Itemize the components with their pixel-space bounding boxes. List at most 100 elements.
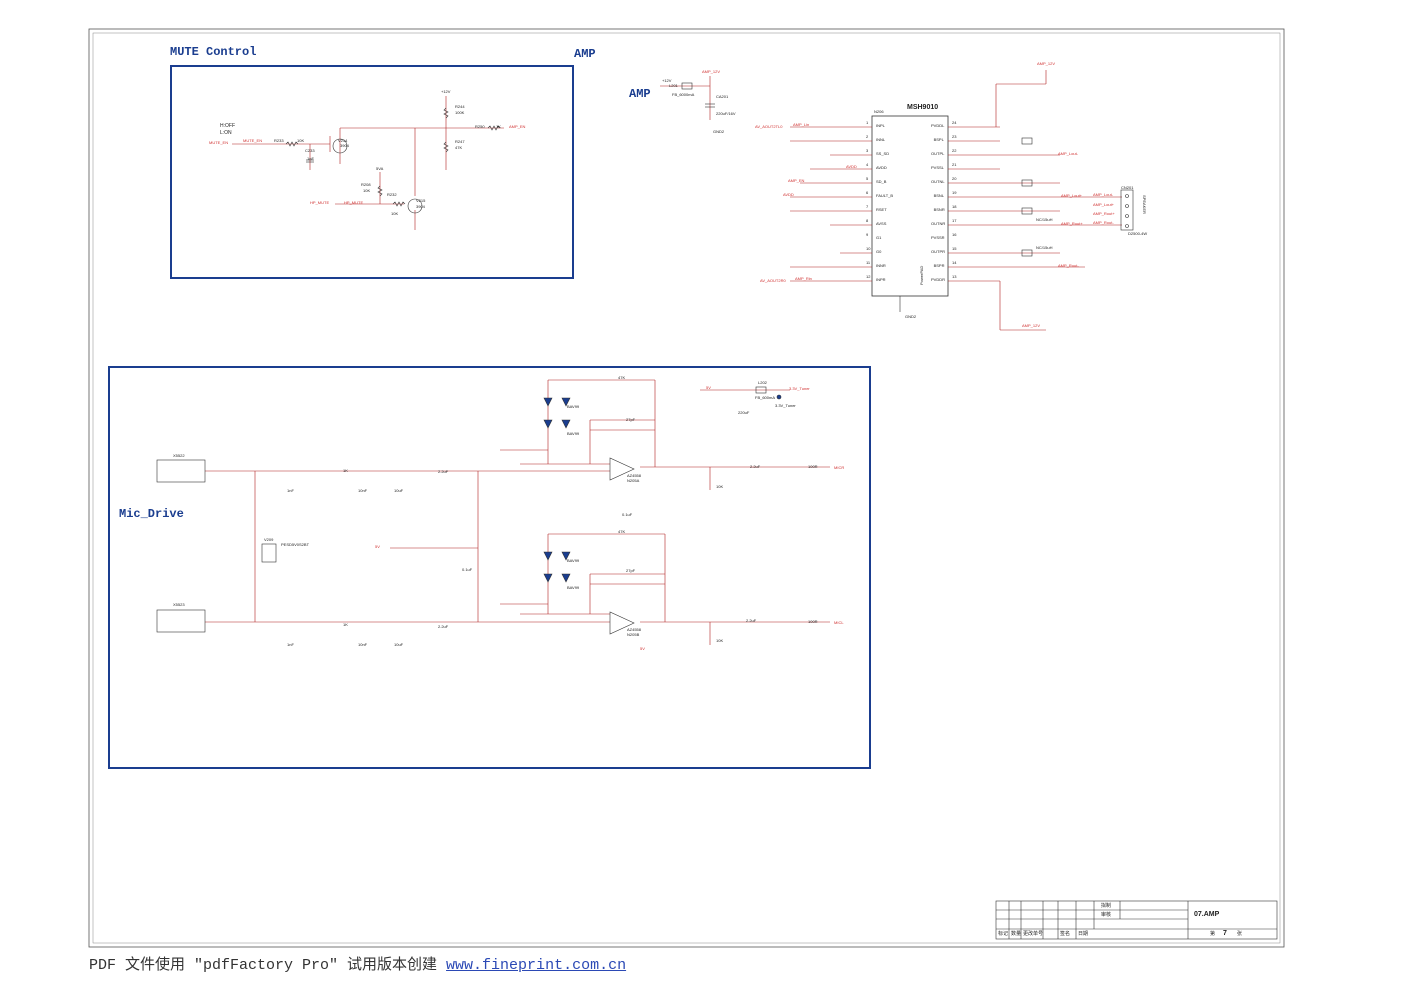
v214-part: 3904 [340,143,349,148]
amp-pin-inpl: INPL [876,123,885,128]
net-hp-mute-in: HP_MUTE [310,200,330,205]
mic-27pf-bottom: 27pF [626,568,636,573]
sheet-inner-border [92,32,1281,944]
l201-value: FB_6000mA [672,92,695,97]
footer-link[interactable]: www.fineprint.com.cn [446,957,627,974]
net-amp-en-chip: AMP_EN [788,178,805,183]
mic-10uf-bottom: 10uF [394,642,404,647]
mic-r100r-bottom: 100R [808,619,818,624]
tb-col-qty: 数量 [1011,931,1022,937]
footer-prefix: PDF 文件使用 "pdfFactory Pro" 试用版本创建 [89,957,447,974]
mic-cap-top: 2.2uF [438,469,449,474]
mic-out-cap-top: 2.2uF [750,464,761,469]
amp-pin-num-left: 3 [866,148,869,153]
tb-sheet-name: 07.AMP [1194,911,1220,918]
pdf-footer: PDF 文件使用 "pdfFactory Pro" 试用版本创建 www.fin… [89,958,626,973]
amp-pin-num-right: 23 [952,134,957,139]
lon-label: L:ON [220,130,232,136]
r208-value: 10K [363,188,371,193]
amp-pin-rset: RSET [876,207,887,212]
amp-wiring [660,70,1122,331]
net-avdd-2: AVDD [783,192,794,197]
r247-value: 47K [455,145,463,150]
net-amp-lin: AMP_Lin [793,122,810,127]
mute-control-title: MUTE Control [170,45,257,59]
amp-chip-body [871,115,949,297]
amp-pin-bspl: BSPL [933,137,944,142]
net-5v-mic: 5V [375,544,380,549]
net-5v-top: 5V [706,385,711,390]
ca201-value: 220uF/16V [716,111,736,116]
r244-value: 100K [455,110,465,115]
d1-part: BAV99 [567,404,580,409]
amp-pin-pvddr: PVDDR [931,277,946,282]
amp-pin-num-left: 11 [866,260,871,265]
r233-ref: R233 [274,138,284,143]
amp-pin-pvssr: PVSSR [931,235,945,240]
title-block-grid [995,900,1278,940]
amp-pin-num-right: 21 [952,162,957,167]
amp-pin-num-right: 16 [952,232,957,237]
amp-pin-num-left: 9 [866,232,869,237]
amp-pin-num-left: 12 [866,274,871,279]
amp-pin-fault-b: FAULT_B [876,193,894,198]
amp-pin-num-left: 5 [866,176,869,181]
mic-out-cap-bottom: 2.2uF [746,618,757,623]
v209-part: PESD5V0S2BT [281,542,310,547]
u2-part: AZ4558 [627,627,642,632]
mic-01uf: 0.1uF [622,512,633,517]
mic-drive-box [108,366,871,769]
amp-pin-num-right: 14 [952,260,957,265]
net-av-aout-l: AV_AOUT2TL0 [755,124,783,129]
net-hp-mute-2: HP_MUTE [344,200,364,205]
amp-pin-outnr: OUTNR [931,221,946,226]
mic-220uf: 220uF [738,410,750,415]
v215-ref: V215 [416,198,426,203]
tb-col-change: 更改单号 [1023,931,1044,937]
net-amp-rin: AMP_Rin [795,276,812,281]
amp-pin-num-left: 10 [866,246,871,251]
amp-12v-right: AMP_12V [1037,61,1056,66]
r250-value: 1K [496,124,501,129]
amp-pin-num-right: 15 [952,246,957,251]
amp-pin-sd-b: SD_B [876,179,887,184]
amp-pin-pvddl: PVDDL [931,123,945,128]
amp-pin-num-left: 7 [866,204,869,209]
v214-ref: V214 [338,138,348,143]
amp-pin-avss: AVSS [876,221,887,226]
amp-pin-innl: INNL [876,137,886,142]
r250-ref: R250 [475,124,485,129]
out-lout-minus-chip: AMP_Lout- [1058,151,1079,156]
amp-powerpad: PowerPAD [919,265,924,285]
amp-12v-top: AMP_12V [702,69,721,74]
amp-pin-g0: G0 [876,249,882,254]
p12v-label: +12V [441,89,451,94]
amp-pin-num-left: 8 [866,218,869,223]
ca201-ref: CA201 [716,94,729,99]
amp-pin-g1: G1 [876,235,882,240]
tb-col-sign: 签名 [1060,931,1071,937]
net-avdd-1: AVDD [846,164,857,169]
amp-pin-outnl: OUTNL [931,179,945,184]
tb-page-num: 7 [1223,930,1227,937]
net-5v-bottom: 5V [640,646,645,651]
d1b-part: BAV99 [567,431,580,436]
nc-inductor-2: NC/15uH [1036,217,1053,222]
amp-pin-ss-sd: SS_SD [876,151,890,156]
mute-components [285,107,501,214]
u1-part: AZ4558 [627,473,642,478]
mic-10uf-top: 10uF [394,488,404,493]
r233-value: 10K [297,138,305,143]
net-3v3-tuner-2: 3.3V_Tuner [775,403,796,408]
amp-pin-num-right: 13 [952,274,957,279]
u2-ref: N205B [627,632,640,637]
net-micl: MICL [834,620,844,625]
mic-r47k-bottom: 47K [618,529,626,534]
hoff-label: H:OFF [220,123,235,129]
amp-pin-num-left: 1 [866,120,869,125]
amp-pin-num-right: 24 [952,120,957,125]
amp-pin-bspr: BSPR [933,263,945,268]
mute-wiring [232,96,504,230]
amp-pin-num-right: 22 [952,148,957,153]
